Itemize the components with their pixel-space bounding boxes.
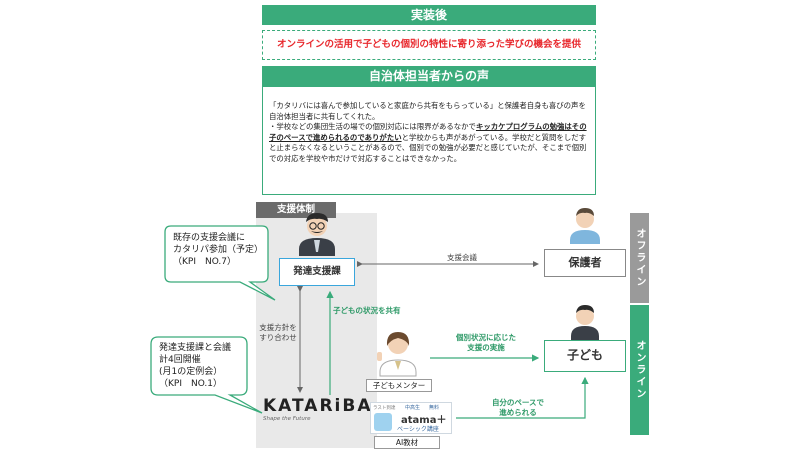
voice-title: 自治体担当者からの声 <box>262 66 596 86</box>
atama-card: ラスト到達 中高生 無料 atama＋ ベーシック講座 <box>370 402 452 434</box>
voice-line-1: 「カタリバには喜んで参加していると家庭から共有をもらっている」と保護者自身も喜び… <box>269 101 586 121</box>
bubble-top-shape <box>164 225 276 301</box>
bubble-top-line-3: （KPI NO.7） <box>173 257 237 267</box>
mentor-caption: 子どもメンター <box>366 379 432 392</box>
individual-support-label-line-2: 支援の実施 <box>467 343 505 352</box>
bubble-bottom-line-3: (月1の定例会） <box>159 367 223 377</box>
guardian-person-icon <box>570 208 600 244</box>
ai-material-caption: AI教材 <box>374 436 440 449</box>
dev-support-person-icon <box>299 213 335 256</box>
voice-line-2-pre: ・学校などの集団生活の場での個別対応には限界があるなかで <box>269 122 476 132</box>
individual-support-label-line-1: 個別状況に応じた <box>456 333 516 342</box>
voice-box: 「カタリバには喜んで参加していると家庭から共有をもらっている」と保護者自身も喜び… <box>262 86 596 195</box>
atama-tag: ラスト到達 <box>373 406 396 411</box>
voice-highlight: キッカケプログラムの勉強はその子のペースで進められるのでありがたい <box>269 122 587 142</box>
dev-support-box: 発達支援課 <box>279 258 355 286</box>
own-pace-arrow <box>456 376 589 419</box>
atama-top-left: 中高生 <box>405 405 421 411</box>
policy-label-line-2: すり合わせ <box>259 333 297 342</box>
own-pace-label-line-1: 自分のペースで <box>491 398 545 407</box>
guardian-box: 保護者 <box>544 249 626 277</box>
atama-illustration-icon <box>374 413 392 431</box>
offline-tab: オフライン <box>630 213 649 303</box>
bubble-bottom-line-4: （KPI NO.1） <box>159 379 223 389</box>
child-box: 子ども <box>544 340 626 372</box>
atama-sub: ベーシック講座 <box>397 426 439 433</box>
policy-label-line-1: 支援方針を <box>259 323 297 332</box>
bubble-bottom-text: 発達支援課と会議 計4回開催 (月1の定例会） （KPI NO.1） <box>159 342 247 390</box>
bubble-top-text: 既存の支援会議に カタリパ参加（予定） （KPI NO.7） <box>173 232 268 268</box>
atama-name: atama＋ <box>401 415 447 426</box>
own-pace-label: 自分のペースで 進められる <box>482 398 554 418</box>
implementation-summary: オンラインの活用で子どもの個別の特性に寄り添った学びの機会を提供 <box>262 30 596 60</box>
atama-top-right: 無料 <box>429 405 440 411</box>
voice-line-2-post: と学校からも声があがっている。学校だと質問をしだすと止まらなくなるということがあ… <box>269 132 587 163</box>
mentor-person-icon <box>377 332 417 377</box>
voice-line-2: ・学校などの集団生活の場での個別対応には限界があるなかでキッカケプログラムの勉強… <box>269 122 589 164</box>
online-tab: オンライン <box>630 305 649 435</box>
katariba-logo: KATARiBA Shape the Future <box>263 396 373 424</box>
share-status-label: 子どもの状況を共有 <box>333 306 401 315</box>
own-pace-label-line-2: 進められる <box>499 408 537 417</box>
katariba-tagline: Shape the Future <box>263 416 311 422</box>
individual-support-label: 個別状況に応じた 支援の実施 <box>444 333 528 353</box>
bubble-top-line-1: 既存の支援会議に <box>173 233 246 243</box>
katariba-wordmark: KATARiBA <box>263 396 373 416</box>
bubble-top-line-2: カタリパ参加（予定） <box>173 245 264 255</box>
policy-label: 支援方針を すり合わせ <box>258 323 298 343</box>
implementation-title: 実装後 <box>262 5 596 25</box>
bubble-bottom-shape <box>150 336 263 414</box>
bubble-bottom-line-1: 発達支援課と会議 <box>159 343 232 353</box>
child-person-icon <box>571 305 599 340</box>
bubble-bottom-line-2: 計4回開催 <box>159 355 201 365</box>
support-meeting-label: 支援会議 <box>447 253 477 262</box>
